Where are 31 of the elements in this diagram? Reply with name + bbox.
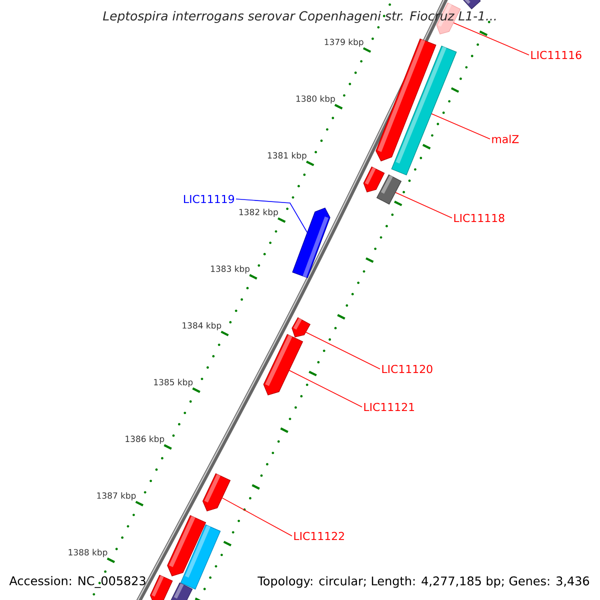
accession-text: Accession: NC_005823 [9, 576, 146, 588]
gene-label: LIC11122 [294, 532, 344, 540]
gene-block [292, 208, 330, 278]
leader-line [395, 192, 452, 218]
tick-label: 1380 kbp [296, 95, 335, 104]
gene-block [169, 582, 193, 600]
gene-label: LIC11121 [364, 402, 414, 412]
gene-block [461, 0, 481, 10]
tick-label: 1382 kbp [239, 208, 278, 217]
summary-text: Topology: circular; Length: 4,277,185 bp; Genes: 3,436 [258, 576, 590, 588]
gene-block [363, 166, 385, 192]
tick-label: 1387 kbp [97, 492, 136, 500]
gene-block [391, 46, 457, 176]
leader-line [236, 198, 308, 233]
leader-line [306, 332, 380, 370]
gene-label: LIC11116 [531, 50, 582, 60]
gene-label: LIC11120 [382, 364, 432, 374]
gene-label: LIC11118 [454, 214, 504, 222]
tick-label: 1379 kbp [324, 38, 364, 47]
tick-label: 1383 kbp [211, 265, 250, 274]
gene-block [150, 574, 173, 600]
tick-label: 1381 kbp [268, 152, 306, 160]
tick-label: 1385 kbp [154, 378, 193, 387]
tick-label: 1384 kbp [182, 322, 222, 330]
gene-label: malZ [492, 134, 519, 144]
leader-line [222, 498, 292, 536]
gene-label: LIC11119 [184, 194, 234, 204]
leader-line [453, 22, 530, 56]
leader-line [288, 370, 362, 408]
tick-label: 1388 kbp [68, 548, 108, 558]
tick-label: 1386 kbp [126, 436, 164, 444]
